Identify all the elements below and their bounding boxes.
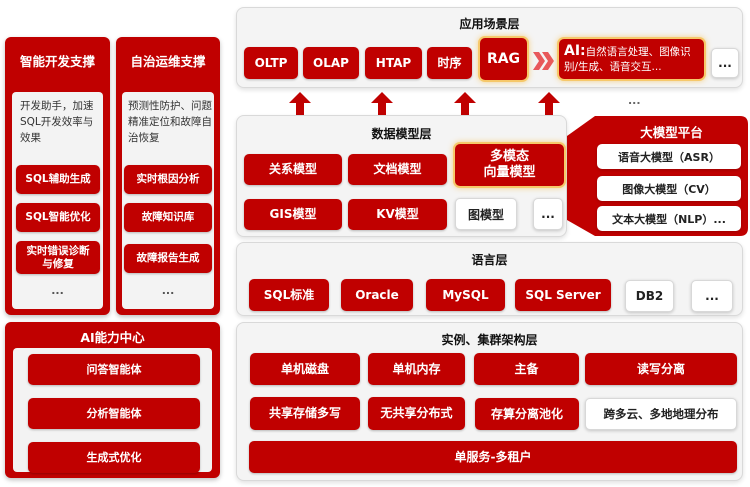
- ai-description: 自然语言处理、图像识别/生成、语音交互...: [564, 45, 691, 73]
- big-model-platform-panel: 大模型平台 语音大模型（ASR） 图像大模型（CV） 文本大模型（NLP）...: [567, 116, 748, 236]
- dev-support-more: ...: [51, 284, 64, 297]
- mysql-button[interactable]: MySQL: [426, 279, 505, 311]
- gis-model-button[interactable]: GIS模型: [244, 199, 342, 230]
- cluster-architecture-layer: 实例、集群架构层 单机磁盘 单机内存 主备 读写分离 共享存储多写 无共享分布式…: [236, 322, 743, 481]
- ops-support-title: 自治运维支撑: [130, 54, 206, 69]
- shared-nothing-distributed-button[interactable]: 无共享分布式: [368, 397, 465, 430]
- fault-knowledge-base-button[interactable]: 故障知识库: [124, 203, 212, 232]
- standalone-disk-button[interactable]: 单机磁盘: [250, 353, 360, 385]
- oltp-button[interactable]: OLTP: [244, 47, 298, 79]
- primary-standby-button[interactable]: 主备: [474, 353, 579, 385]
- language-more-button[interactable]: ...: [691, 280, 733, 312]
- ai-capabilities-box[interactable]: AI:自然语言处理、图像识别/生成、语音交互...: [559, 39, 704, 79]
- dev-support-description: 开发助手，加速SQL开发效率与效果: [20, 100, 94, 144]
- rag-button[interactable]: RAG: [480, 38, 527, 80]
- image-model-cv-button[interactable]: 图像大模型（CV）: [597, 176, 741, 201]
- language-layer-title: 语言层: [471, 253, 508, 267]
- single-service-multitenant-button[interactable]: 单服务-多租户: [249, 441, 737, 473]
- graph-model-button[interactable]: 图模型: [455, 198, 517, 230]
- shared-storage-multiwrite-button[interactable]: 共享存储多写: [250, 397, 360, 430]
- ai-center-body: 问答智能体 分析智能体 生成式优化: [13, 348, 212, 473]
- timeseries-button[interactable]: 时序: [427, 47, 472, 79]
- qa-agent-button[interactable]: 问答智能体: [28, 354, 200, 385]
- data-model-more-button[interactable]: ...: [533, 198, 563, 230]
- relational-model-button[interactable]: 关系模型: [244, 154, 342, 185]
- app-scenario-layer: 应用场景层 OLTP OLAP HTAP 时序 RAG AI:自然语言处理、图像…: [236, 7, 743, 88]
- app-layer-title: 应用场景层: [459, 17, 520, 31]
- db2-button[interactable]: DB2: [625, 280, 674, 312]
- ai-prefix: AI:: [564, 42, 586, 59]
- up-arrow-icon: [454, 92, 476, 116]
- multicloud-geo-distribution-button[interactable]: 跨多云、多地地理分布: [585, 398, 737, 430]
- multimodal-line2: 向量模型: [483, 165, 536, 180]
- multimodal-vector-model-button[interactable]: 多模态 向量模型: [455, 144, 564, 186]
- multimodal-line1: 多模态: [489, 149, 529, 164]
- language-layer: 语言层 SQL标准 Oracle MySQL SQL Server DB2 ..…: [236, 242, 743, 316]
- data-model-layer: 数据模型层 关系模型 文档模型 多模态 向量模型 GIS模型 KV模型 图模型 …: [236, 115, 567, 237]
- big-model-platform-title: 大模型平台: [640, 125, 703, 140]
- ops-support-panel: 自治运维支撑 预测性防护、问题精准定位和故障自治恢复 实时根因分析 故障知识库 …: [116, 37, 220, 315]
- dev-support-title: 智能开发支撑: [19, 54, 95, 69]
- sql-assist-gen-button[interactable]: SQL辅助生成: [16, 165, 100, 194]
- fault-report-gen-button[interactable]: 故障报告生成: [124, 244, 212, 273]
- ops-support-more: ...: [161, 284, 175, 297]
- sql-server-button[interactable]: SQL Server: [515, 279, 611, 311]
- double-chevron-icon: [533, 52, 555, 70]
- compute-storage-pooling-button[interactable]: 存算分离池化: [475, 398, 579, 430]
- oracle-button[interactable]: Oracle: [341, 279, 413, 311]
- analysis-agent-button[interactable]: 分析智能体: [28, 398, 200, 429]
- olap-button[interactable]: OLAP: [303, 47, 359, 79]
- dev-support-panel: 智能开发支撑 开发助手，加速SQL开发效率与效果 SQL辅助生成 SQL智能优化…: [5, 37, 110, 315]
- app-layer-more-button[interactable]: ...: [711, 48, 739, 78]
- sql-smart-optimize-button[interactable]: SQL智能优化: [16, 203, 100, 232]
- kv-model-button[interactable]: KV模型: [348, 199, 447, 230]
- standalone-memory-button[interactable]: 单机内存: [368, 353, 465, 385]
- app-layer-below-more: ...: [628, 94, 641, 107]
- htap-button[interactable]: HTAP: [365, 47, 422, 79]
- sql-standard-button[interactable]: SQL标准: [249, 279, 329, 311]
- speech-model-asr-button[interactable]: 语音大模型（ASR）: [597, 144, 741, 169]
- ai-center-panel: AI能力中心 问答智能体 分析智能体 生成式优化: [5, 322, 220, 478]
- data-model-title: 数据模型层: [371, 127, 432, 141]
- up-arrow-icon: [289, 92, 311, 116]
- dev-support-body: 开发助手，加速SQL开发效率与效果 SQL辅助生成 SQL智能优化 实时错误诊断…: [12, 92, 103, 309]
- read-write-split-button[interactable]: 读写分离: [585, 353, 737, 385]
- text-model-nlp-button[interactable]: 文本大模型（NLP）...: [597, 206, 741, 231]
- generative-optimization-button[interactable]: 生成式优化: [28, 442, 200, 473]
- realtime-error-diagnosis-button[interactable]: 实时错误诊断与修复: [16, 241, 100, 274]
- ops-support-description: 预测性防护、问题精准定位和故障自治恢复: [128, 100, 212, 144]
- realtime-root-cause-button[interactable]: 实时根因分析: [124, 165, 212, 194]
- ai-center-title: AI能力中心: [80, 330, 145, 345]
- cluster-layer-title: 实例、集群架构层: [441, 333, 538, 347]
- up-arrow-icon: [538, 92, 560, 116]
- document-model-button[interactable]: 文档模型: [348, 154, 447, 185]
- ops-support-body: 预测性防护、问题精准定位和故障自治恢复 实时根因分析 故障知识库 故障报告生成 …: [122, 92, 214, 309]
- up-arrow-icon: [371, 92, 393, 116]
- ai-capabilities-text: AI:自然语言处理、图像识别/生成、语音交互...: [564, 42, 702, 75]
